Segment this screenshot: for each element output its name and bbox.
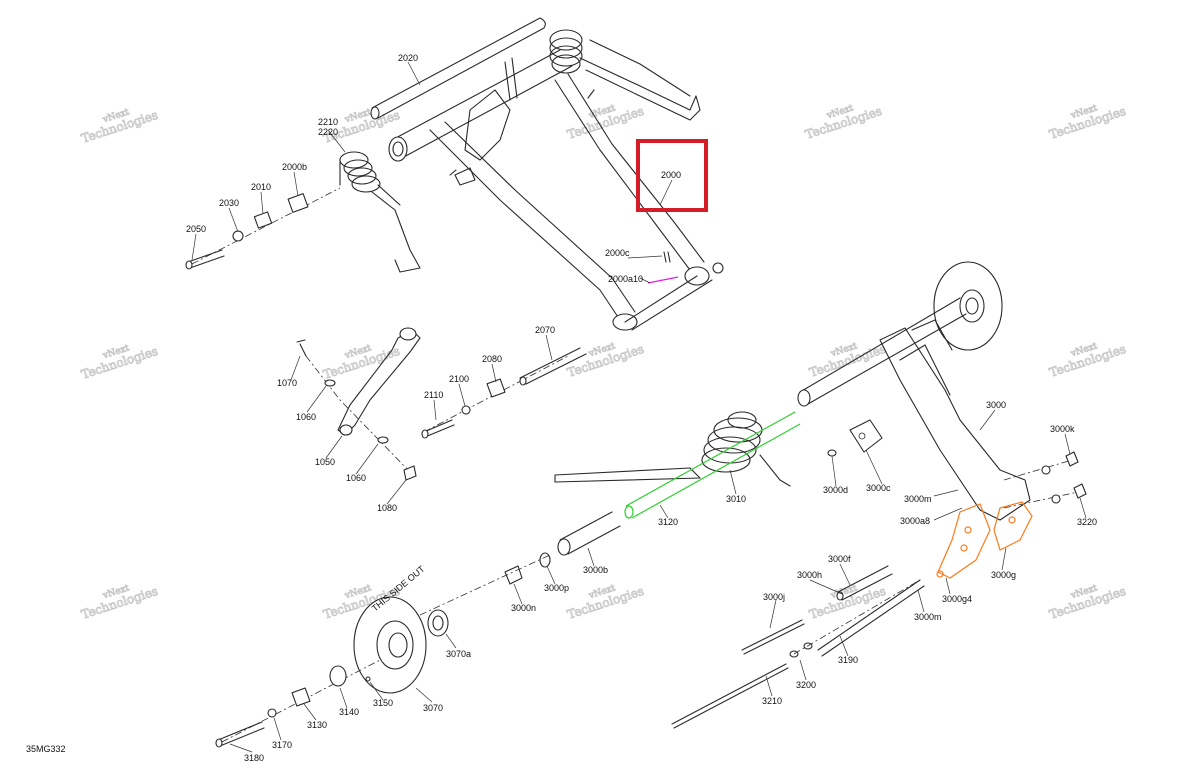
callout-3000h[interactable]: 3000h (797, 570, 822, 580)
callout-3000a8[interactable]: 3000a8 (900, 516, 930, 526)
callout-3000g[interactable]: 3000g (991, 570, 1016, 580)
callout-2050[interactable]: 2050 (186, 224, 206, 234)
callout-1050[interactable]: 1050 (315, 457, 335, 467)
callout-3120[interactable]: 3120 (658, 517, 678, 527)
callout-2000b[interactable]: 2000b (282, 162, 307, 172)
callout-3000g4[interactable]: 3000g4 (942, 594, 972, 604)
callout-2100[interactable]: 2100 (449, 374, 469, 384)
rear-arm-assembly: THIS SIDE OUT (215, 261, 1087, 748)
watermark: vNext Technologies (565, 103, 646, 142)
watermark: vNext Technologies (803, 103, 884, 142)
callout-1080[interactable]: 1080 (377, 503, 397, 513)
callout-2010[interactable]: 2010 (251, 182, 271, 192)
callout-2030[interactable]: 2030 (219, 198, 239, 208)
callout-3130[interactable]: 3130 (307, 720, 327, 730)
callout-1070[interactable]: 1070 (277, 378, 297, 388)
callout-3210[interactable]: 3210 (762, 696, 782, 706)
callout-3000c[interactable]: 3000c (866, 483, 891, 493)
watermark: vNext Technologies (79, 343, 160, 382)
callout-3140[interactable]: 3140 (339, 707, 359, 717)
watermark: vNext Technologies (1047, 341, 1128, 380)
front-arm-assembly (185, 17, 724, 331)
callout-3000k[interactable]: 3000k (1050, 424, 1075, 434)
callout-1060[interactable]: 1060 (296, 412, 316, 422)
callout-2070[interactable]: 2070 (535, 325, 555, 335)
callout-3000n[interactable]: 3000n (511, 603, 536, 613)
callout-3190[interactable]: 3190 (838, 655, 858, 665)
callout-3070a[interactable]: 3070a (446, 649, 471, 659)
callout-3000p[interactable]: 3000p (544, 583, 569, 593)
callout-3150[interactable]: 3150 (373, 698, 393, 708)
leader-lines (191, 61, 1087, 753)
watermark: vNext Technologies (807, 341, 888, 380)
callout-3000m[interactable]: 3000m (904, 494, 932, 504)
callout-3070[interactable]: 3070 (423, 703, 443, 713)
watermark: vNext Technologies (79, 583, 160, 622)
callout-3010[interactable]: 3010 (726, 494, 746, 504)
bracket-assembly (296, 327, 587, 481)
callout-2020[interactable]: 2020 (398, 53, 418, 63)
callout-3000m-b[interactable]: 3000m (914, 612, 942, 622)
callout-2000a10[interactable]: 2000a10 (608, 274, 643, 284)
callout-2220[interactable]: 2220 (318, 127, 338, 137)
drawing-number: 35MG332 (26, 744, 66, 754)
watermark: vNext Technologies (1047, 103, 1128, 142)
callout-3180[interactable]: 3180 (244, 753, 264, 763)
callout-2210[interactable]: 2210 (318, 117, 338, 127)
callout-3000b[interactable]: 3000b (583, 565, 608, 575)
callout-3000f[interactable]: 3000f (828, 554, 851, 564)
callout-labels: 2020 2210 2220 2000b 2010 2030 2050 2000… (186, 53, 1097, 763)
callout-2000c[interactable]: 2000c (605, 248, 630, 258)
watermark: vNext Technologies (565, 583, 646, 622)
callout-3000j[interactable]: 3000j (763, 592, 785, 602)
watermark: vNext Technologies (565, 341, 646, 380)
callout-2110[interactable]: 2110 (424, 390, 443, 400)
callout-3220[interactable]: 3220 (1077, 517, 1097, 527)
callout-3200[interactable]: 3200 (796, 680, 816, 690)
watermarks: vNext Technologies vNext Technologies vN… (79, 103, 1128, 622)
callout-2080[interactable]: 2080 (482, 354, 502, 364)
watermark: vNext Technologies (1047, 583, 1128, 622)
watermark: vNext Technologies (321, 343, 402, 382)
callout-3000[interactable]: 3000 (986, 400, 1006, 410)
callout-2000[interactable]: 2000 (661, 170, 681, 180)
highlight-box[interactable] (636, 139, 708, 212)
callout-3170[interactable]: 3170 (272, 740, 292, 750)
callout-1060-b[interactable]: 1060 (346, 473, 366, 483)
callout-3000d[interactable]: 3000d (823, 485, 848, 495)
watermark: vNext Technologies (79, 107, 160, 146)
